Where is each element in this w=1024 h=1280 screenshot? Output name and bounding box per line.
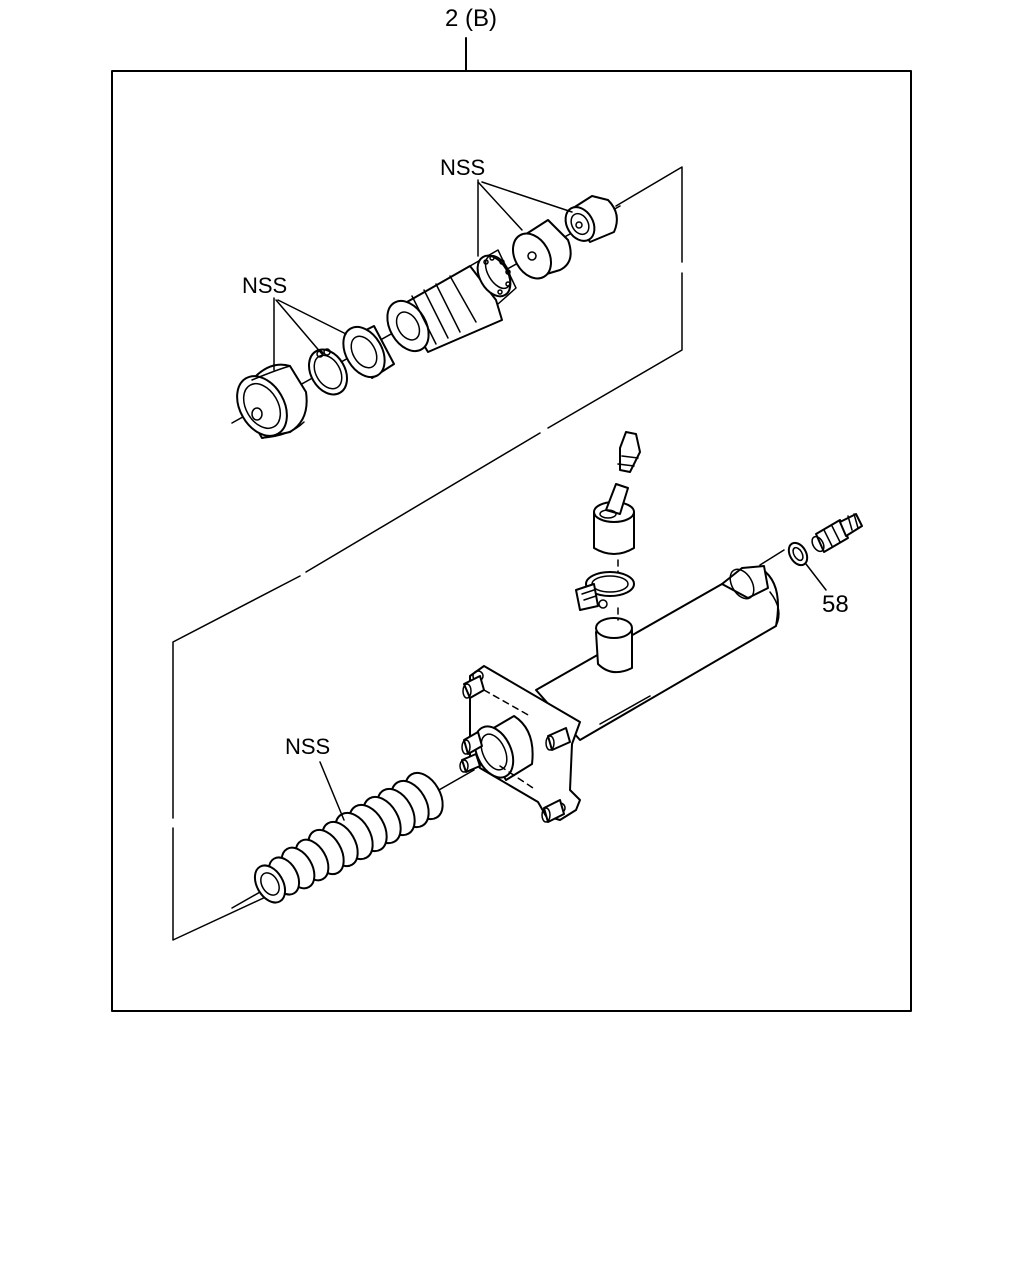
stud-lower-left: [459, 753, 481, 773]
stud-bottom: [541, 799, 565, 823]
nss-leader-top-right: [477, 179, 573, 257]
part-58-leader: [805, 563, 827, 591]
washer-58: [787, 541, 809, 567]
stud-left: [461, 731, 483, 755]
hose-clamp: [575, 571, 635, 611]
bleeder-screw: [811, 513, 863, 553]
part-number-58: 58: [822, 591, 849, 618]
panel-outline: [172, 166, 683, 941]
reservoir-hose: [593, 483, 635, 555]
bellows-boot: [253, 771, 444, 904]
end-cap: [564, 195, 618, 243]
nss-callout-bottom: NSS: [285, 734, 330, 759]
ring-seal: [342, 325, 395, 379]
inlet-port: [595, 617, 633, 674]
group-label: 2 (B): [445, 5, 497, 32]
stud-right: [545, 727, 571, 751]
nss-callout-top-left: NSS: [242, 273, 287, 298]
piston-cup: [512, 219, 572, 280]
cup-seal: [236, 363, 308, 439]
rod-line-right: [759, 549, 785, 566]
group-frame: [111, 70, 912, 1012]
nss-callout-top-right: NSS: [440, 155, 485, 180]
snap-ring: [308, 348, 348, 396]
piston: [386, 249, 517, 353]
pipe-fitting: [617, 431, 641, 473]
nss-leader-bottom: [319, 761, 345, 821]
nss-leader-top-left: [273, 297, 347, 371]
cylinder-bore: [473, 715, 534, 781]
cylinder-body: [535, 565, 780, 741]
